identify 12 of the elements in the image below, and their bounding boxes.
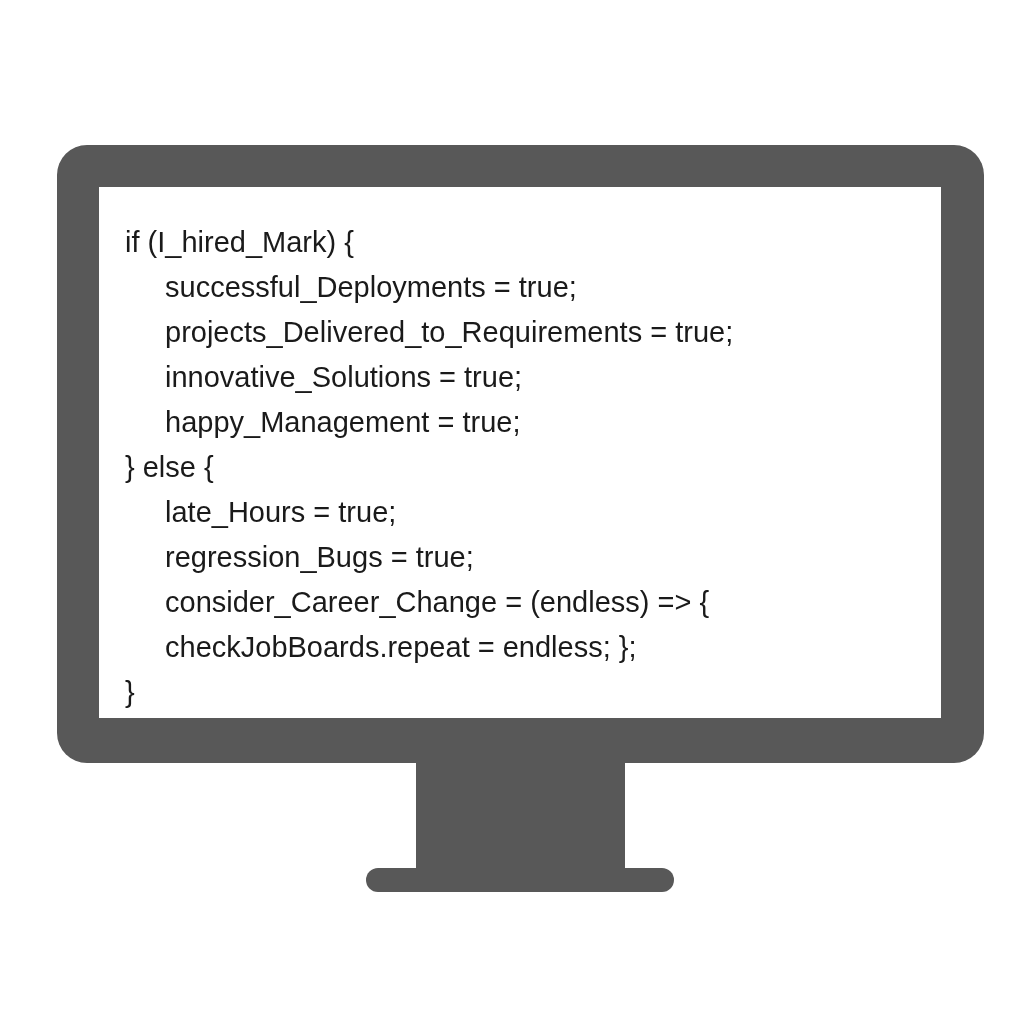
code-line: happy_Management = true; [165,405,521,440]
code-line: checkJobBoards.repeat = endless; }; [165,630,637,665]
code-line: if (I_hired_Mark) { [125,225,354,260]
code-line: innovative_Solutions = true; [165,360,523,395]
code-line: regression_Bugs = true; [165,540,474,575]
monitor-screen [99,187,941,718]
code-line: projects_Delivered_to_Requirements = true; [165,315,734,350]
code-line: } else { [125,450,214,485]
code-line: late_Hours = true; [165,495,397,530]
code-line: successful_Deployments = true; [165,270,577,305]
code-line: consider_Career_Change = (endless) => { [165,585,710,620]
code-line: } [125,675,135,710]
